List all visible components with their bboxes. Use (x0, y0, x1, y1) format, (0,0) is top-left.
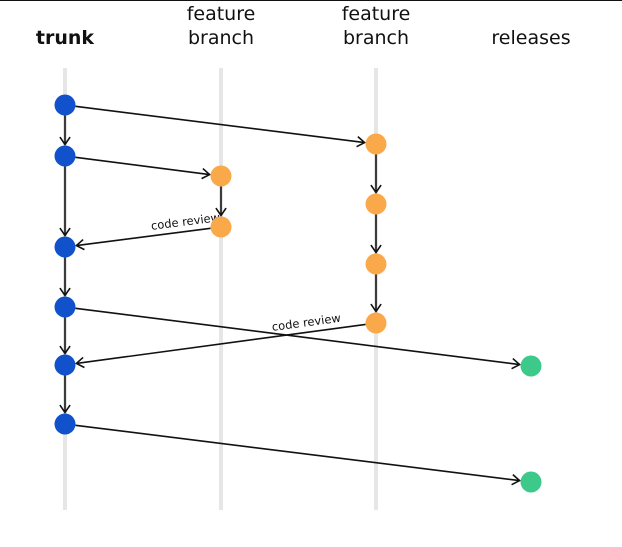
edge-t1-to-b1 (75, 105, 366, 148)
feature-commit-node-a2 (210, 216, 232, 238)
edge-t4-to-r1 (75, 307, 521, 370)
edge-label-code-review: code review (271, 311, 342, 334)
feature-commit-node-b1 (365, 133, 387, 155)
arrowhead (370, 184, 382, 194)
trunk-commit-node-t4 (54, 296, 76, 318)
column-header-feature1-line-1: feature (187, 3, 256, 25)
arrowhead (75, 238, 85, 251)
arrowhead (370, 244, 382, 254)
feature-commit-node-b3 (365, 253, 387, 275)
edge-b4-to-t5 (74, 323, 366, 369)
arrowhead (511, 357, 521, 370)
release-commit-node-r1 (520, 355, 542, 377)
nodes (54, 94, 542, 493)
edge-b1-to-b2 (370, 154, 382, 194)
release-commit-node-r2 (520, 471, 542, 493)
arrowhead (370, 303, 382, 313)
edge-a1-to-a2 (215, 186, 227, 217)
arrowhead (356, 136, 366, 148)
feature-commit-node-b4 (365, 312, 387, 334)
arrowhead (201, 167, 211, 180)
edge-t5-to-t6 (59, 375, 71, 414)
feature-commit-node-b2 (365, 193, 387, 215)
column-header-feature2-line-2: branch (343, 27, 409, 49)
arrowhead (59, 227, 71, 237)
edge-t3-to-t4 (59, 257, 71, 297)
edge-t6-to-r2 (75, 424, 521, 486)
arrowhead (59, 404, 71, 414)
feature-commit-node-a1 (210, 165, 232, 187)
arrowhead (74, 356, 85, 369)
edge-b3-to-b4 (370, 274, 382, 313)
edge-label-code-review: code review (150, 210, 221, 233)
arrowhead (59, 345, 71, 355)
arrowhead (215, 207, 227, 217)
trunk-commit-node-t1 (54, 94, 76, 116)
edges: code review code review (59, 105, 521, 486)
trunk-commit-node-t2 (54, 145, 76, 167)
edge-t4-to-t5 (59, 317, 71, 355)
arrowhead (511, 474, 521, 486)
edge-b2-to-b3 (370, 214, 382, 254)
edge-a2-to-t3 (75, 227, 211, 251)
column-header-trunk-line-1: trunk (36, 27, 95, 49)
trunk-commit-node-t5 (54, 354, 76, 376)
column-header-feature2-line-1: feature (342, 3, 411, 25)
edge-t1-to-t2 (59, 115, 71, 146)
trunk-commit-node-t3 (54, 236, 76, 258)
trunk-commit-node-t6 (54, 413, 76, 435)
column-header-releases-line-1: releases (491, 27, 570, 49)
column-header-feature1-line-2: branch (188, 27, 254, 49)
arrowhead (59, 287, 71, 297)
edge-t2-to-t3 (59, 166, 71, 237)
arrowhead (59, 136, 71, 146)
edge-t2-to-a1 (75, 156, 211, 180)
